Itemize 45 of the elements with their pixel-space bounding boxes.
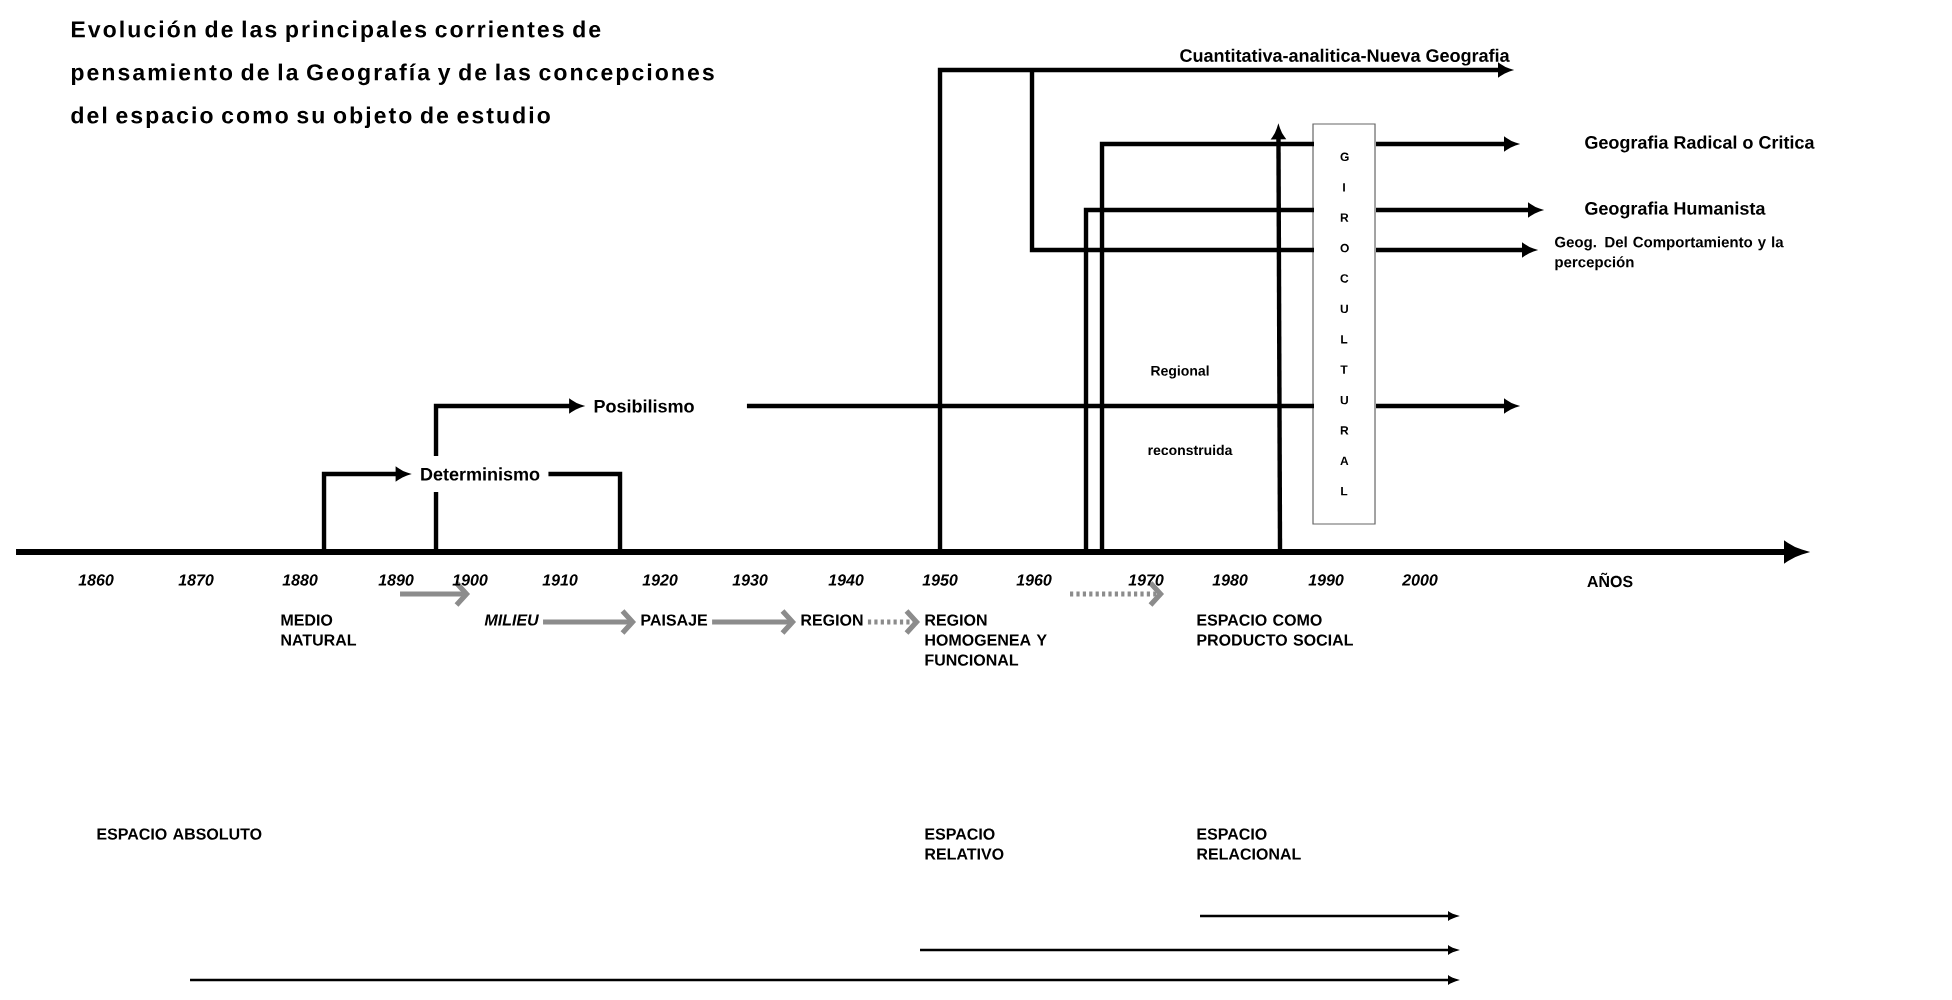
year-label: 2000 <box>1401 574 1438 586</box>
year-label: 1950 <box>922 574 958 586</box>
concept-label: REGION <box>801 614 863 626</box>
trend-label: Cuantitativa-analitica-Nueva Geografia <box>1180 48 1510 66</box>
concept-label: MILIEU <box>484 614 539 626</box>
arrow <box>400 581 471 607</box>
concept-label: ESPACIO COMO PRODUCTO SOCIAL <box>1197 614 1353 646</box>
concept-label: PAISAJE <box>641 614 708 626</box>
chevron-arrow <box>867 609 920 635</box>
year-label: 1910 <box>542 574 578 586</box>
year-label: 1990 <box>1308 574 1344 586</box>
trend-label: Posibilismo <box>594 399 694 413</box>
arrow <box>1029 67 1535 257</box>
arrow <box>1272 126 1285 552</box>
year-label: 1860 <box>78 574 114 586</box>
arrow <box>433 399 582 555</box>
title: Evolución de las principales corrientes de pensamiento de la Geografía y de las concepciones del espacio como su objeto de estudio <box>71 20 714 129</box>
trend-label: Geografia Humanista <box>1585 201 1766 219</box>
chevron-arrow <box>543 609 637 635</box>
year-label: 1960 <box>1016 574 1052 586</box>
year-label: 1900 <box>452 574 488 586</box>
arrow <box>744 399 1517 413</box>
year-label: 1970 <box>1128 574 1164 586</box>
year-label: 1980 <box>1212 574 1248 586</box>
line <box>548 471 623 552</box>
arrow <box>1070 581 1164 607</box>
year-label: 1880 <box>282 574 318 586</box>
space-label: ESPACIO ABSOLUTO <box>97 828 262 840</box>
arrow <box>321 467 409 552</box>
arrow <box>1099 137 1517 555</box>
trend-label: Geografia Radical o Critica <box>1585 135 1815 153</box>
year-label: 1940 <box>828 574 864 586</box>
year-label: 1890 <box>378 574 414 586</box>
year-label: 1930 <box>732 574 768 586</box>
axis-title: AÑOS <box>1587 572 1633 588</box>
arrow <box>1083 203 1541 555</box>
concept-label: REGION HOMOGENEA Y FUNCIONAL <box>925 614 1047 666</box>
arrow <box>937 63 1511 552</box>
space-label: ESPACIO RELACIONAL <box>1197 828 1301 860</box>
space-label: ESPACIO RELATIVO <box>925 828 1004 860</box>
concept-label: MEDIO NATURAL <box>281 614 357 646</box>
year-label: 1920 <box>642 574 678 586</box>
year-label: 1870 <box>178 574 214 586</box>
chevron-arrow <box>712 609 797 635</box>
trend-label: Determinismo <box>421 467 540 481</box>
